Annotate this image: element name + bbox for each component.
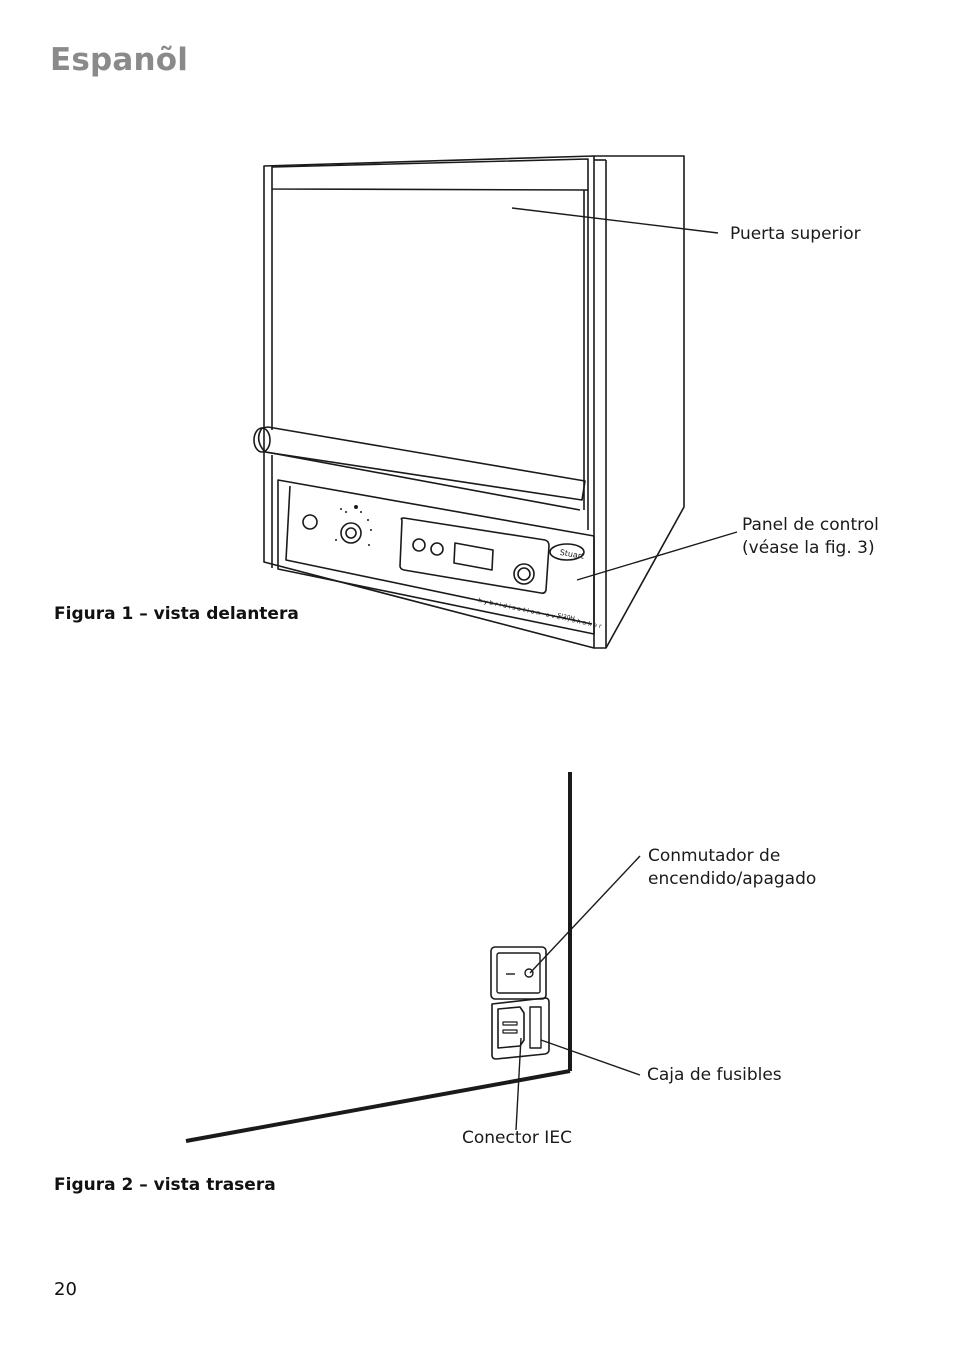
- figure-2-caption: Figura 2 – vista trasera: [54, 1175, 276, 1195]
- iec-connector-label: Conector IEC: [462, 1128, 572, 1148]
- fuse-box-label: Caja de fusibles: [647, 1065, 782, 1085]
- figure-1-caption: Figura 1 – vista delantera: [54, 604, 299, 624]
- figure-1-front-view: Stuart hybridisation oven/shaker SI30H: [253, 155, 738, 649]
- power-switch-label-line1: Conmutador de: [648, 846, 781, 866]
- brand-badge-text: Stuart: [559, 548, 585, 561]
- model-name-text: SI30H: [557, 612, 576, 623]
- top-door-leader: [511, 207, 719, 234]
- page-title: Espanõl: [50, 42, 189, 78]
- control-panel-label-line1: Panel de control: [742, 515, 879, 535]
- power-switch-label-line2: encendido/apagado: [648, 869, 817, 889]
- control-panel-leader: [576, 531, 738, 581]
- top-door-label: Puerta superior: [730, 224, 861, 244]
- control-panel-label-line2: (véase la fig. 3): [742, 538, 875, 558]
- page-number: 20: [54, 1279, 77, 1300]
